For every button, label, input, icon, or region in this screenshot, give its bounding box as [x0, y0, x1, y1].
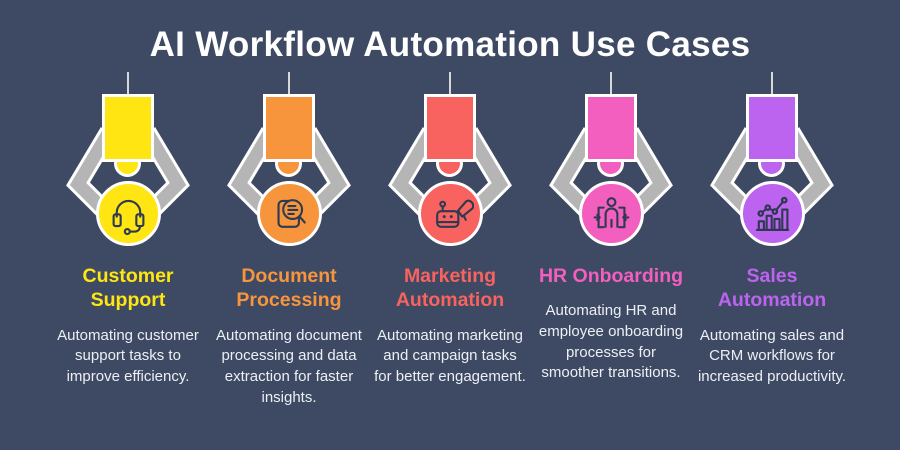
use-case-sales-automation: Sales Automation Automating sales and CR… — [692, 72, 853, 409]
icon-bubble — [417, 181, 483, 246]
claw-cable — [771, 72, 773, 98]
use-case-description: Automating HR and employee onboarding pr… — [538, 302, 684, 382]
claw-body — [746, 94, 798, 162]
use-case-marketing-automation: Marketing Automation Automating marketin… — [370, 72, 531, 409]
robot-megaphone-icon — [435, 199, 474, 228]
claw-body — [424, 94, 476, 162]
claw-body — [102, 94, 154, 162]
claw-cable — [127, 72, 129, 98]
use-case-row: Customer Support Automating customer sup… — [0, 72, 900, 409]
claw-body — [263, 94, 315, 162]
claw-machine-graphic — [692, 72, 852, 248]
use-case-title: Document Processing — [236, 265, 342, 312]
document-search-icon — [276, 199, 306, 228]
claw-machine-graphic — [209, 72, 369, 248]
icon-bubble — [256, 181, 322, 246]
claw-arms — [710, 127, 834, 216]
page-title: AI Workflow Automation Use Cases — [149, 25, 751, 64]
use-case-document-processing: Document Processing Automating document … — [209, 72, 370, 409]
claw-arms — [549, 127, 673, 216]
use-case-title: Customer Support — [82, 265, 174, 312]
icon-bubble — [739, 181, 805, 246]
claw-machine-graphic — [531, 72, 691, 248]
use-case-description: Automating customer support tasks to imp… — [57, 326, 199, 386]
headset-icon — [112, 199, 144, 236]
claw-cable — [610, 72, 612, 98]
use-case-description: Automating document processing and data … — [216, 326, 362, 406]
use-case-description: Automating marketing and campaign tasks … — [374, 326, 526, 386]
employee-onboarding-icon — [593, 197, 629, 229]
claw-cable — [288, 72, 290, 98]
icon-bubble — [95, 181, 161, 246]
icon-bubble — [578, 181, 644, 246]
use-case-hr-onboarding: HR Onboarding Automating HR and employee… — [531, 72, 692, 409]
use-case-customer-support: Customer Support Automating customer sup… — [48, 72, 209, 409]
claw-arms — [227, 127, 351, 216]
claw-body — [585, 94, 637, 162]
use-case-title: HR Onboarding — [538, 265, 684, 287]
use-case-description: Automating sales and CRM workflows for i… — [697, 326, 847, 386]
use-case-title: Sales Automation — [717, 265, 827, 312]
claw-machine-graphic — [370, 72, 530, 248]
growth-chart-icon — [755, 196, 789, 232]
claw-arms — [66, 127, 190, 216]
claw-cable — [449, 72, 451, 98]
use-case-title: Marketing Automation — [395, 265, 505, 312]
claw-machine-graphic — [48, 72, 208, 248]
claw-arms — [388, 127, 512, 216]
